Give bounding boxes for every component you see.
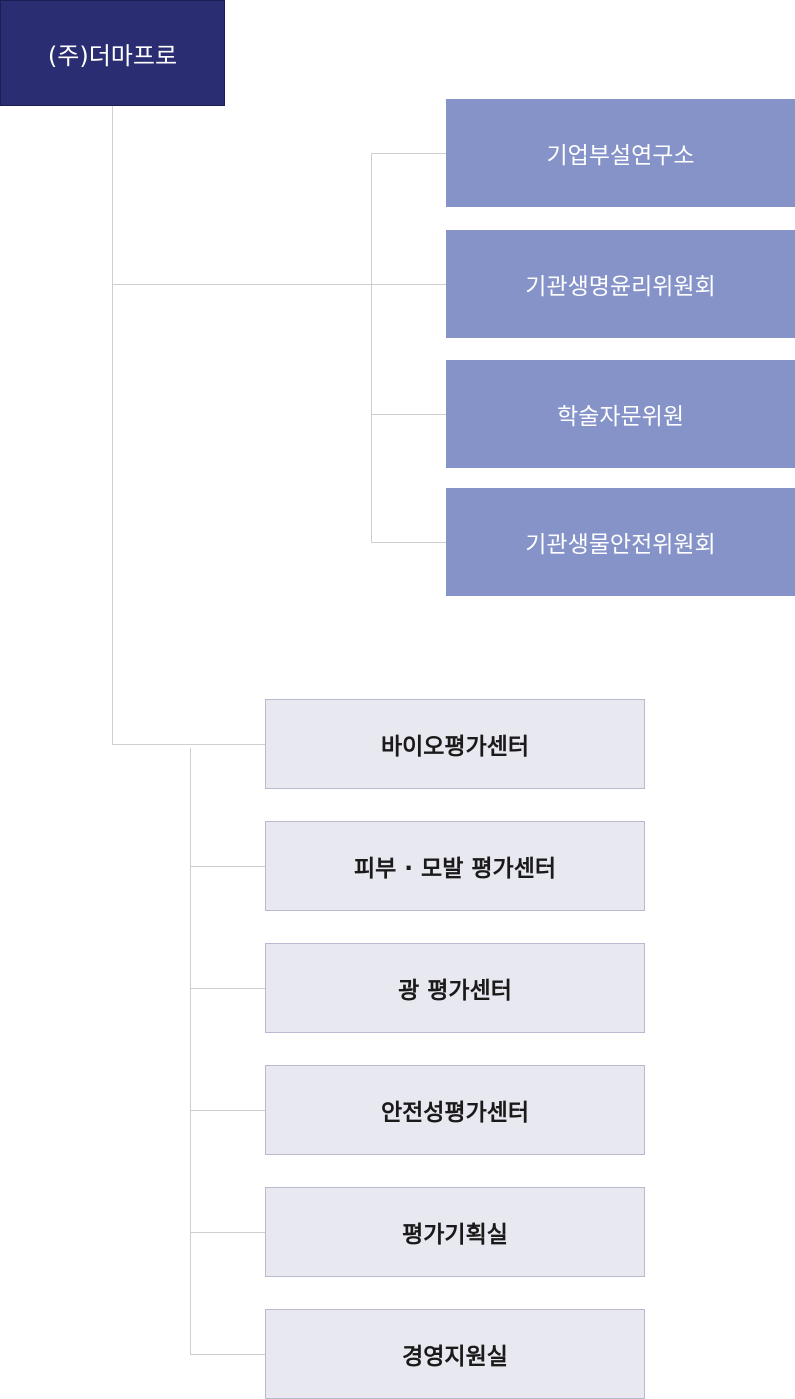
center-connector <box>190 1110 265 1111</box>
node-label: 학술자문위원 <box>557 404 684 430</box>
center-branch-line <box>112 744 265 745</box>
committee-connector <box>371 284 446 285</box>
node-management-support-office: 경영지원실 <box>265 1309 645 1399</box>
center-connector <box>190 1354 265 1355</box>
node-bio-evaluation-center: 바이오평가센터 <box>265 699 645 789</box>
node-academic-advisors: 학술자문위원 <box>446 360 795 468</box>
node-label: 기업부설연구소 <box>546 143 695 169</box>
center-connector <box>190 866 265 867</box>
center-spine-line <box>190 748 191 1354</box>
node-evaluation-planning-office: 평가기획실 <box>265 1187 645 1277</box>
committee-connector <box>371 542 446 543</box>
node-skin-hair-evaluation-center: 피부 · 모발 평가센터 <box>265 821 645 911</box>
node-research-institute: 기업부설연구소 <box>446 99 795 207</box>
node-safety-evaluation-center: 안전성평가센터 <box>265 1065 645 1155</box>
committee-branch-line <box>112 284 371 285</box>
node-label: 바이오평가센터 <box>380 734 530 760</box>
node-label: 기관생물안전위원회 <box>525 532 716 558</box>
committee-spine-line <box>371 153 372 543</box>
node-label: 피부 · 모발 평가센터 <box>353 856 557 882</box>
center-connector <box>190 1232 265 1233</box>
node-label: 안전성평가센터 <box>380 1100 530 1126</box>
node-label: 평가기획실 <box>402 1222 508 1248</box>
node-bioethics-committee: 기관생명윤리위원회 <box>446 230 795 338</box>
committee-connector <box>371 414 446 415</box>
root-node-label: (주)더마프로 <box>47 41 178 70</box>
center-connector <box>190 988 265 989</box>
committee-connector <box>371 153 446 154</box>
root-node: (주)더마프로 <box>0 0 225 106</box>
node-light-evaluation-center: 광 평가센터 <box>265 943 645 1033</box>
node-label: 경영지원실 <box>402 1344 508 1370</box>
node-label: 광 평가센터 <box>398 978 512 1004</box>
node-biosafety-committee: 기관생물안전위원회 <box>446 488 795 596</box>
node-label: 기관생명윤리위원회 <box>525 274 716 300</box>
main-trunk-line <box>112 106 113 745</box>
